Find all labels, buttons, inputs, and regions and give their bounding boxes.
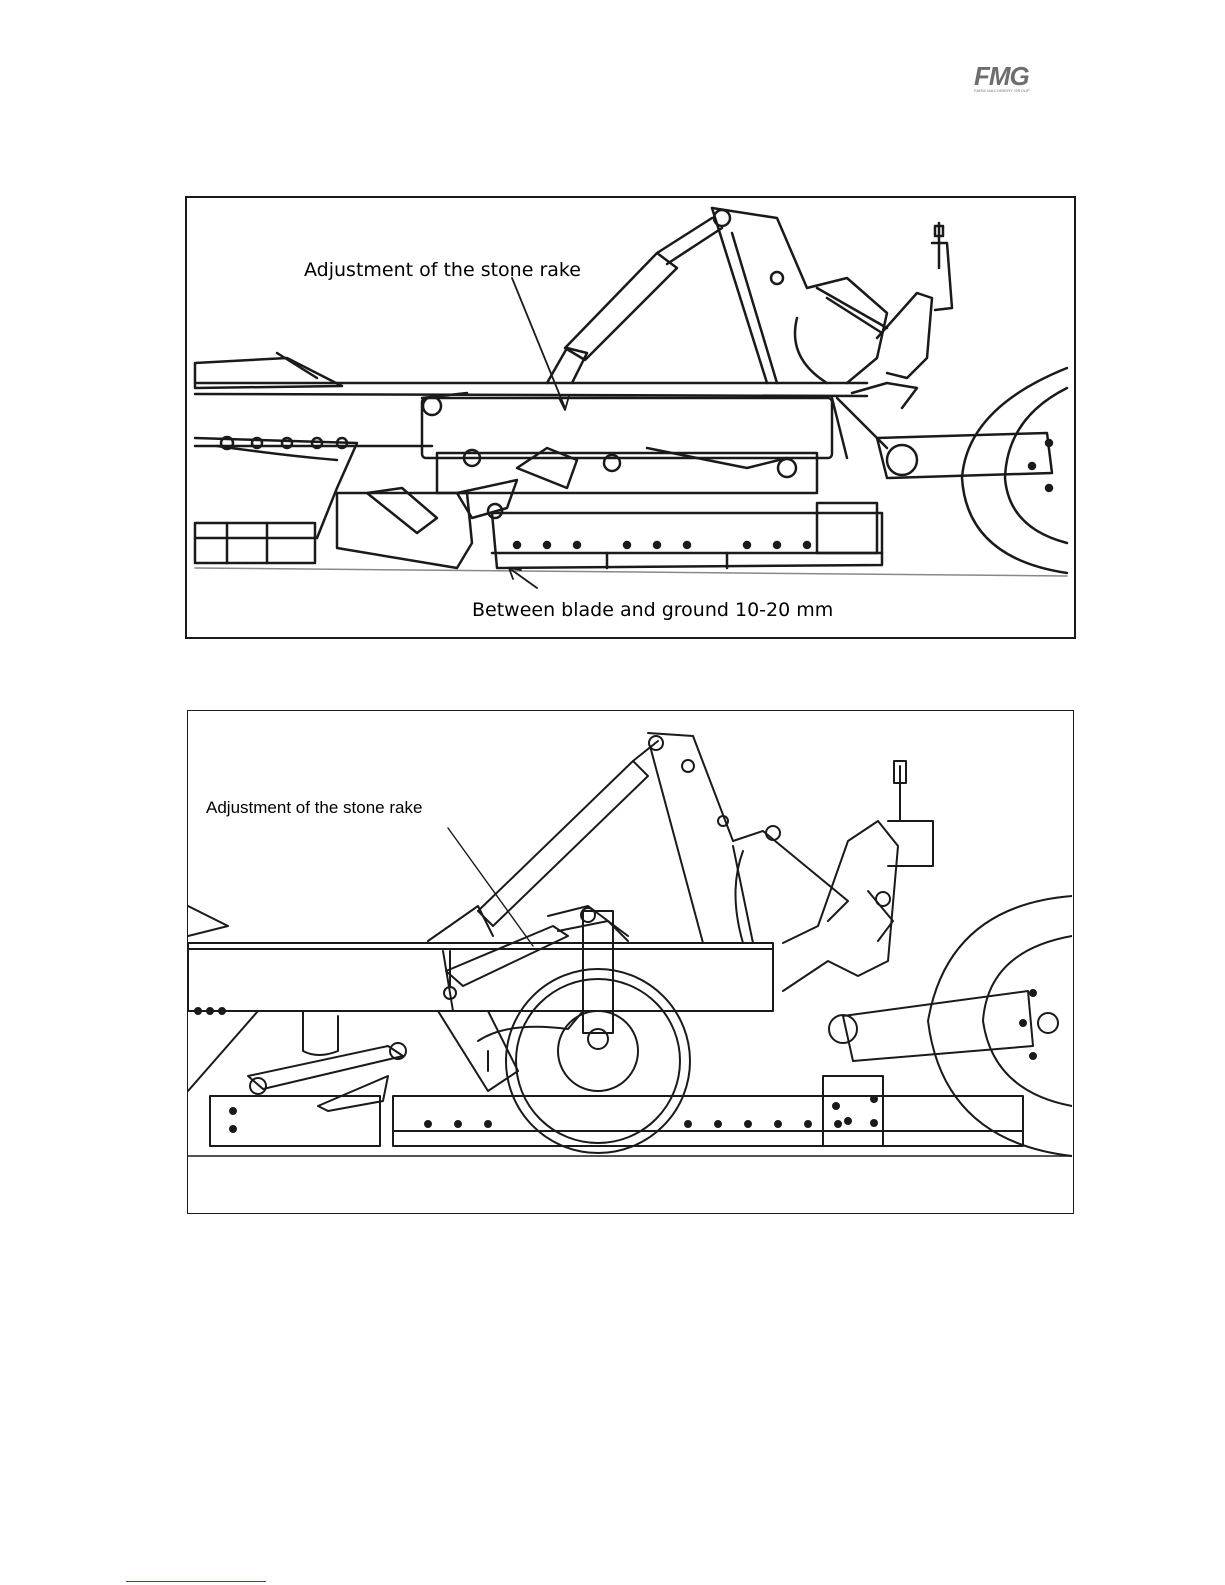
figure-stone-rake-adjustment-1: Adjustment of the stone rake Between bla… [185, 196, 1076, 639]
figure-stone-rake-adjustment-2: Adjustment of the stone rake [187, 710, 1074, 1214]
footer-rule [126, 1581, 266, 1582]
logo-subtitle: FARM MACHINERY GROUP [974, 88, 1064, 93]
label-blade-ground-clearance: Between blade and ground 10-20 mm [472, 599, 833, 621]
logo-mark: FMG [974, 64, 1064, 88]
fmg-logo: FMG FARM MACHINERY GROUP [974, 64, 1064, 94]
label-stone-rake-adjustment: Adjustment of the stone rake [304, 259, 581, 281]
machine-drawing-2 [188, 711, 1072, 1212]
label-stone-rake-adjustment: Adjustment of the stone rake [206, 798, 422, 818]
